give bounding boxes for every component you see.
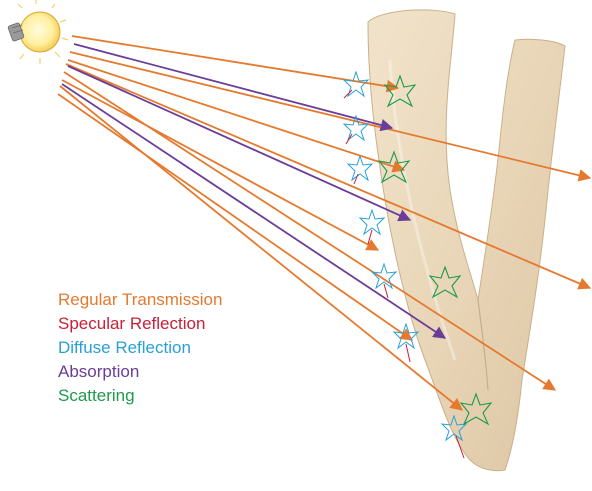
legend-regular-transmission: Regular Transmission bbox=[58, 288, 222, 312]
legend-scattering: Scattering bbox=[58, 384, 222, 408]
tissue-specimen bbox=[368, 10, 565, 471]
legend-specular-reflection: Specular Reflection bbox=[58, 312, 222, 336]
light-bulb-icon bbox=[8, 0, 68, 64]
legend: Regular Transmission Specular Reflection… bbox=[58, 288, 222, 408]
legend-diffuse-reflection: Diffuse Reflection bbox=[58, 336, 222, 360]
legend-absorption: Absorption bbox=[58, 360, 222, 384]
